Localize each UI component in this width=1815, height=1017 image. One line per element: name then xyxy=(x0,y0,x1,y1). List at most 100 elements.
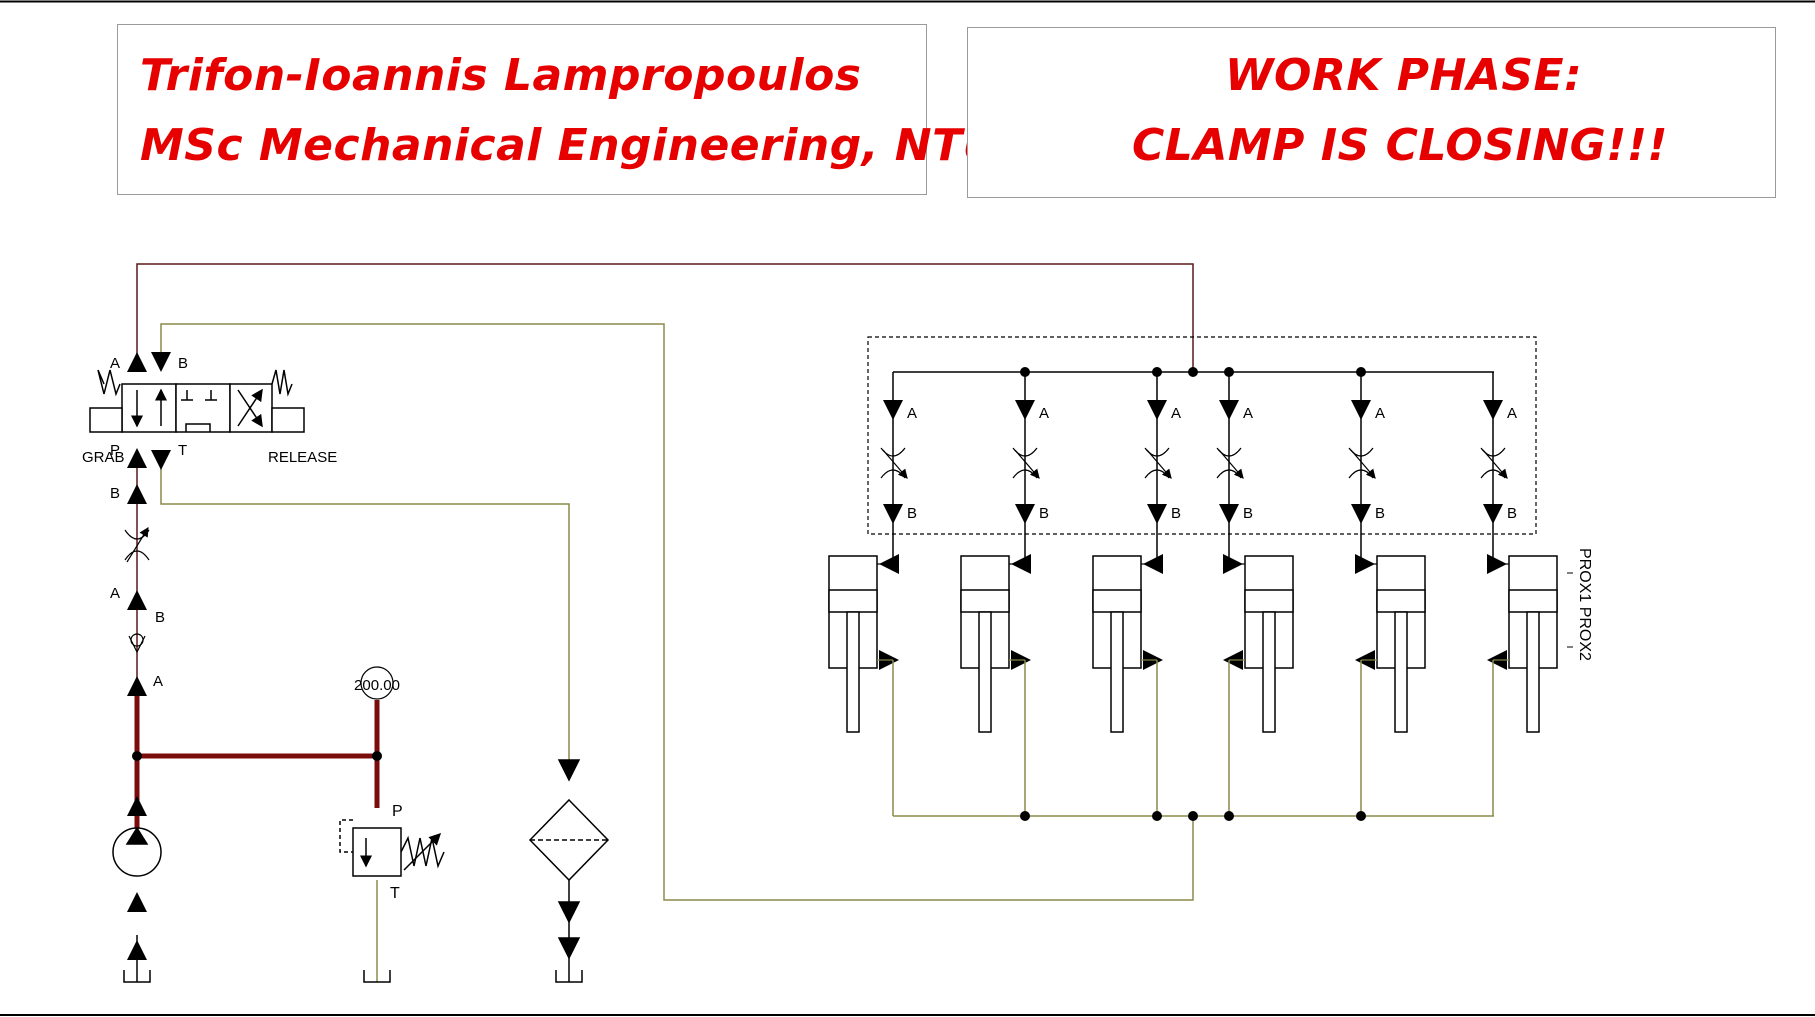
junction-dot xyxy=(1020,367,1030,377)
branch-arrow-in xyxy=(1483,400,1503,420)
phase-line2: CLAMP IS CLOSING!!! xyxy=(1132,120,1668,171)
cylinder-icon xyxy=(828,554,899,816)
junction-dot xyxy=(1224,811,1234,821)
cylinder-piston xyxy=(1244,589,1294,613)
pressure-gauge-icon xyxy=(360,666,394,700)
feed-check-a-label: A xyxy=(153,673,163,690)
branch-port-b: B xyxy=(1375,505,1385,522)
cylinder-piston xyxy=(1376,589,1426,613)
junction-dot xyxy=(132,751,142,761)
manifold-branch: AB xyxy=(828,372,917,816)
relief-valve-icon xyxy=(339,819,445,877)
manifold-branch: AB xyxy=(1480,372,1558,816)
branch-arrow-out xyxy=(1015,504,1035,524)
branch-port-a: A xyxy=(1375,405,1385,422)
junction-dot xyxy=(1224,367,1234,377)
junction-dot xyxy=(1152,811,1162,821)
branch-port-a: A xyxy=(1243,405,1253,422)
manifold-branch: AB xyxy=(1092,367,1181,821)
author-name: Trifon-Ioannis Lampropoulos xyxy=(140,50,862,101)
check-valve-icon xyxy=(128,633,146,654)
cylinder-piston xyxy=(828,589,878,613)
branch-arrow-in xyxy=(1015,400,1035,420)
branch-arrow-in xyxy=(883,400,903,420)
manifold-branch: AB xyxy=(1348,367,1426,821)
throttle-adjust-arrow xyxy=(1482,449,1508,479)
branch-port-b: B xyxy=(907,505,917,522)
feed-throttle-in-label: B xyxy=(110,485,120,502)
cylinder-rod xyxy=(1110,611,1124,733)
supply-line xyxy=(136,263,1194,372)
valve-label-release: RELEASE xyxy=(268,449,337,466)
branch-port-a: A xyxy=(1039,405,1049,422)
filter-icon xyxy=(528,759,610,960)
branch-arrow-out xyxy=(1147,504,1167,524)
valve-port-p: P xyxy=(110,442,120,459)
cylinder-icon xyxy=(1223,554,1294,816)
throttle-adjust-arrow xyxy=(1350,449,1376,479)
junction-dot xyxy=(1020,811,1030,821)
cylinder-rod xyxy=(1526,611,1540,733)
branch-arrow-in xyxy=(1351,400,1371,420)
cylinder-piston xyxy=(1508,589,1558,613)
tank-symbol-relief xyxy=(363,880,391,983)
manifold-block xyxy=(867,336,1537,535)
cylinder-rod xyxy=(1394,611,1408,733)
branch-port-a: A xyxy=(1171,405,1181,422)
branch-arrow-out xyxy=(1219,504,1239,524)
cylinder-rod xyxy=(978,611,992,733)
branch-port-b: B xyxy=(1171,505,1181,522)
tank-line xyxy=(160,450,570,760)
valve-port-b: B xyxy=(178,355,188,372)
cylinder-icon xyxy=(1092,554,1163,816)
throttle-adjust-arrow xyxy=(1014,449,1040,479)
relief-port-t: T xyxy=(390,885,400,902)
gauge-value: 200.00 xyxy=(354,677,400,694)
relief-port-p: P xyxy=(392,803,403,820)
branch-arrow-out xyxy=(883,504,903,524)
branch-port-b: B xyxy=(1507,505,1517,522)
throttle-adjust-arrow xyxy=(1146,449,1172,479)
author-box xyxy=(117,24,927,195)
pump-icon xyxy=(112,826,162,877)
junction-dot xyxy=(372,751,382,761)
branch-port-b: B xyxy=(1243,505,1253,522)
branch-arrow-out xyxy=(1483,504,1503,524)
cylinder-icon xyxy=(1355,554,1426,816)
cylinder-piston xyxy=(960,589,1010,613)
feed-throttle-out-a-label: A xyxy=(110,585,120,602)
junction-dot xyxy=(1152,367,1162,377)
branch-port-b: B xyxy=(1039,505,1049,522)
manifold-branch: AB xyxy=(960,367,1049,821)
junction-dot xyxy=(1356,367,1366,377)
valve-label-grab: GRAB xyxy=(82,449,125,466)
branch-arrow-in xyxy=(1147,400,1167,420)
junction-dot xyxy=(1188,367,1198,377)
junction-dot xyxy=(1356,811,1366,821)
cylinder-rod xyxy=(846,611,860,733)
junction-dot xyxy=(1188,811,1198,821)
tank-symbol-filter xyxy=(555,880,583,983)
pressure-line xyxy=(134,690,380,840)
valve-port-t: T xyxy=(178,442,187,459)
throttle-adjust-arrow xyxy=(882,449,908,479)
branch-port-a: A xyxy=(907,405,917,422)
branch-port-a: A xyxy=(1507,405,1517,422)
cylinder-icon xyxy=(960,554,1031,816)
throttle-adjust-arrow xyxy=(1218,449,1244,479)
valve-port-a: A xyxy=(110,355,120,372)
author-degree: MSc Mechanical Engineering, NTUA xyxy=(140,120,1032,171)
return-line-b xyxy=(160,323,1194,901)
cylinder-icon xyxy=(1487,554,1558,816)
throttle-valve-icon xyxy=(124,526,150,563)
cylinder-piston xyxy=(1092,589,1142,613)
phase-line1: WORK PHASE: xyxy=(1225,50,1583,101)
phase-box xyxy=(967,27,1776,198)
prox-sensor-label: PROX1 PROX2 xyxy=(1576,548,1593,661)
feed-throttle-out-b-label: B xyxy=(155,609,165,626)
branch-arrow-out xyxy=(1351,504,1371,524)
manifold-branch: AB xyxy=(1216,367,1294,821)
cylinder-rod xyxy=(1262,611,1276,733)
